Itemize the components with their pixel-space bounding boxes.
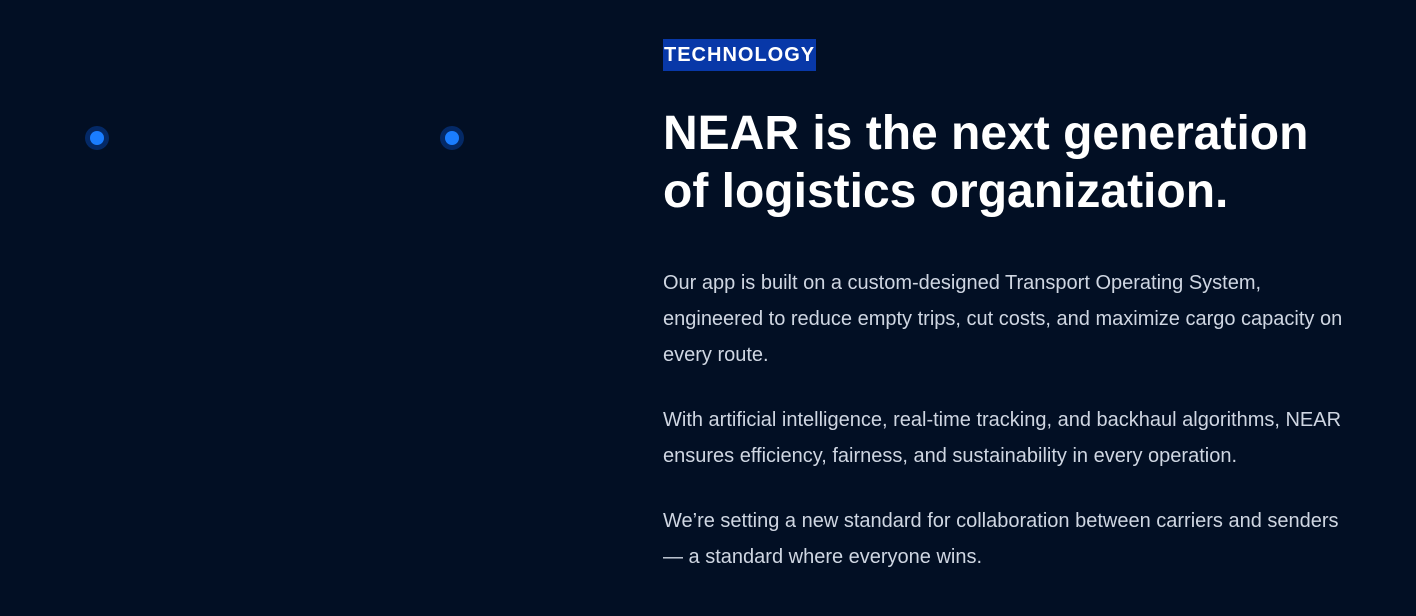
timeline-dot-right — [440, 126, 464, 150]
section-headline: NEAR is the next generation of logistics… — [663, 107, 1309, 218]
section-paragraph-3: We’re setting a new standard for collabo… — [663, 510, 1339, 568]
section-paragraph-1: Our app is built on a custom-designed Tr… — [663, 272, 1343, 366]
section-eyebrow: TECHNOLOGY — [663, 39, 817, 71]
section-paragraph-2: With artificial intelligence, real-time … — [663, 409, 1342, 467]
technology-section: TECHNOLOGY NEAR is the next generation o… — [663, 39, 1383, 575]
timeline-dot-left — [85, 126, 109, 150]
